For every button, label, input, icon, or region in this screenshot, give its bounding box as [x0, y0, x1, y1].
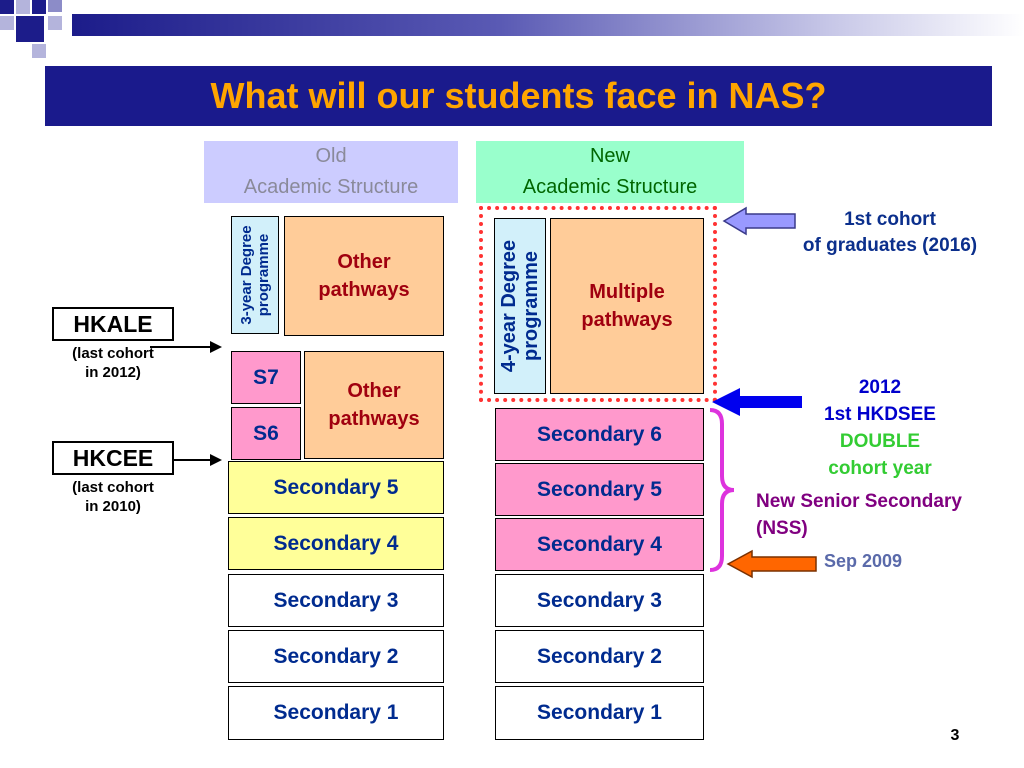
hkale-note-line2: in 2012)	[85, 364, 141, 381]
nss-line1: New Senior Secondary	[756, 491, 962, 512]
hkale-arrow-head	[210, 341, 222, 353]
cohort-note: 1st cohort of graduates (2016)	[770, 207, 1010, 259]
old-header-line2: Academic Structure	[243, 176, 419, 198]
old-other-pathways-mid: Other pathways	[304, 351, 444, 459]
hkcee-note: (last cohort in 2010)	[40, 478, 186, 516]
hkdsee-arrow	[712, 388, 802, 416]
nss-brace	[709, 408, 735, 572]
old-s6-box: S6	[231, 407, 301, 460]
sep2009-arrow	[726, 549, 817, 579]
hkcee-arrow-head	[210, 454, 222, 466]
hkale-label: HKALE	[52, 307, 174, 341]
new-secondary-4: Secondary 4	[495, 518, 704, 571]
hkale-note-line1: (last cohort	[72, 345, 154, 362]
decor-square	[16, 0, 30, 14]
new-tertiary-dotted-frame	[479, 206, 717, 402]
old-secondary-3: Secondary 3	[228, 574, 444, 627]
old-secondary-1: Secondary 1	[228, 686, 444, 740]
new-degree-programme: 4-year Degree programme	[494, 218, 546, 394]
cohort-note-line1: 1st cohort	[844, 209, 936, 230]
hkcee-note-line1: (last cohort	[72, 479, 154, 496]
new-header-line2: Academic Structure	[522, 176, 698, 198]
old-degree-programme: 3-year Degree programme	[231, 216, 279, 334]
decor-square	[16, 16, 44, 42]
double-label: DOUBLE	[839, 431, 921, 452]
old-structure-header: Old Academic Structure	[204, 141, 458, 203]
new-header-line1: New	[589, 145, 630, 167]
header-gradient-bar	[72, 14, 1024, 36]
cohort-year: cohort year	[828, 458, 932, 479]
new-secondary-5: Secondary 5	[495, 463, 704, 516]
old-other-pathways-top: Other pathways	[284, 216, 444, 336]
old-s7-box: S7	[231, 351, 301, 404]
decor-square	[32, 0, 46, 14]
slide-number: 3	[950, 727, 960, 744]
slide-title: What will our students face in NAS?	[210, 75, 827, 116]
old-secondary-5: Secondary 5	[228, 461, 444, 514]
sep2009-label: Sep 2009	[824, 551, 903, 571]
nss-note: New Senior Secondary (NSS)	[756, 488, 1018, 542]
title-bar	[45, 66, 992, 126]
new-secondary-3: Secondary 3	[495, 574, 704, 627]
old-secondary-2: Secondary 2	[228, 630, 444, 683]
old-header-line1: Old	[315, 145, 347, 167]
hkale-note: (last cohort in 2012)	[40, 344, 186, 382]
first-hkdsee: 1st HKDSEE	[824, 404, 936, 425]
decor-square	[48, 16, 62, 30]
year-2012: 2012	[858, 377, 902, 398]
cohort-note-line2: of graduates (2016)	[802, 235, 978, 256]
decor-square	[32, 44, 46, 58]
old-secondary-4: Secondary 4	[228, 517, 444, 570]
hkdsee-note: 2012 1st HKDSEE DOUBLE cohort year	[800, 374, 960, 482]
new-secondary-2: Secondary 2	[495, 630, 704, 683]
new-multiple-pathways: Multiple pathways	[550, 218, 704, 394]
new-structure-header: New Academic Structure	[476, 141, 744, 203]
new-secondary-1: Secondary 1	[495, 686, 704, 740]
new-secondary-6: Secondary 6	[495, 408, 704, 461]
cohort-arrow	[722, 206, 796, 236]
decor-square	[0, 0, 14, 14]
hkcee-label: HKCEE	[52, 441, 174, 475]
hkcee-note-line2: in 2010)	[85, 498, 141, 515]
nss-line2: (NSS)	[756, 518, 808, 539]
decor-square	[0, 16, 14, 30]
decor-square	[48, 0, 62, 12]
